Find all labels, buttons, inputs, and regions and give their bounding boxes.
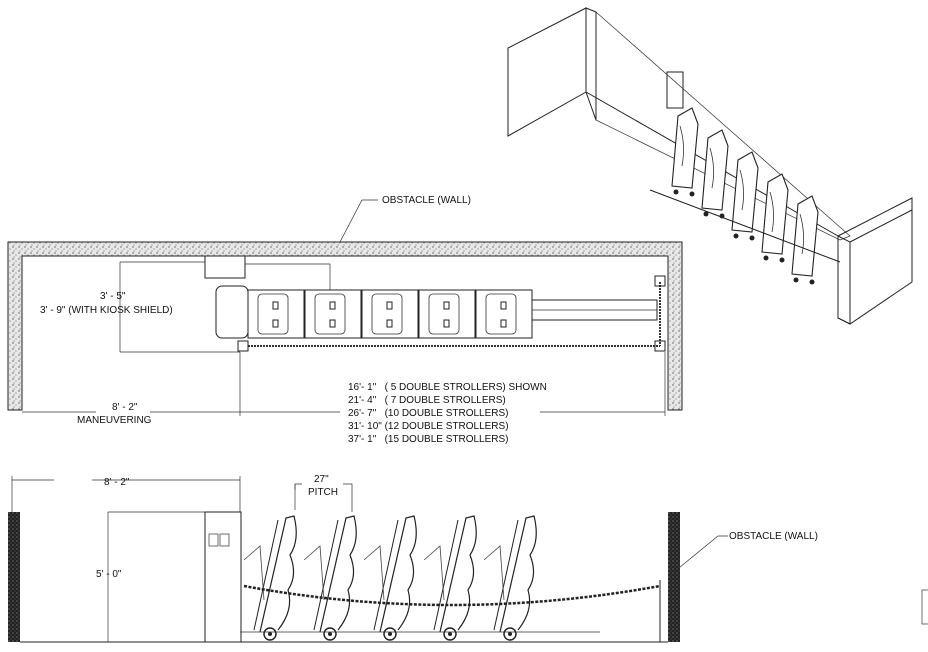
plan-stroller: [475, 289, 533, 339]
length-option: 31'- 10" (12 DOUBLE STROLLERS): [348, 421, 509, 432]
elevation-wall-left: [8, 512, 20, 642]
kiosk-iso: [666, 71, 684, 109]
height-dimension: 5' - 0": [96, 569, 122, 580]
maneuvering-dimension: 8' - 2": [112, 402, 138, 413]
plan-stroller: [361, 289, 419, 339]
elevation-stroller: [363, 515, 417, 641]
elevation-stroller-row: [243, 515, 537, 641]
iso-stroller: [761, 173, 789, 263]
chain: [243, 584, 661, 607]
elevation-clearance-dimension: 8' - 2": [104, 477, 130, 488]
elevation-wall-right: [668, 512, 680, 642]
iso-stroller: [671, 107, 699, 197]
iso-stroller-row: [671, 107, 819, 285]
maneuvering-label: MANEUVERING: [77, 415, 152, 426]
elevation-stroller: [243, 515, 297, 641]
elevation-view: [8, 476, 928, 643]
length-option: 21'- 4" ( 7 DOUBLE STROLLERS): [348, 395, 506, 406]
plan-stroller-row: [247, 289, 533, 339]
plan-view: [7, 199, 683, 416]
plan-wall: [7, 241, 683, 411]
length-option: 16'- 1" ( 5 DOUBLE STROLLERS) SHOWN: [348, 382, 547, 393]
plan-stroller: [418, 289, 476, 339]
depth-dimension-kiosk: 3' - 9" (WITH KIOSK SHIELD): [40, 305, 173, 316]
kiosk-elevation: [204, 511, 242, 643]
plan-stroller: [247, 289, 305, 339]
kiosk-plan: [204, 255, 246, 279]
length-option: 37'- 1" (15 DOUBLE STROLLERS): [348, 434, 509, 445]
elevation-stroller: [483, 515, 537, 641]
length-option: 26'- 7" (10 DOUBLE STROLLERS): [348, 408, 509, 419]
pitch-label: PITCH: [308, 487, 338, 498]
isometric-view: [507, 7, 913, 325]
elevation-stroller: [423, 515, 477, 641]
pitch-dimension: 27": [314, 474, 329, 485]
iso-stroller: [731, 151, 759, 241]
depth-dimension: 3' - 5": [100, 291, 126, 302]
plan-stroller: [304, 289, 362, 339]
iso-stroller: [701, 129, 729, 219]
elevation-wall-label: OBSTACLE (WALL): [729, 531, 818, 542]
elevation-stroller: [303, 515, 357, 641]
plan-wall-label: OBSTACLE (WALL): [382, 195, 471, 206]
iso-stroller: [791, 195, 819, 285]
